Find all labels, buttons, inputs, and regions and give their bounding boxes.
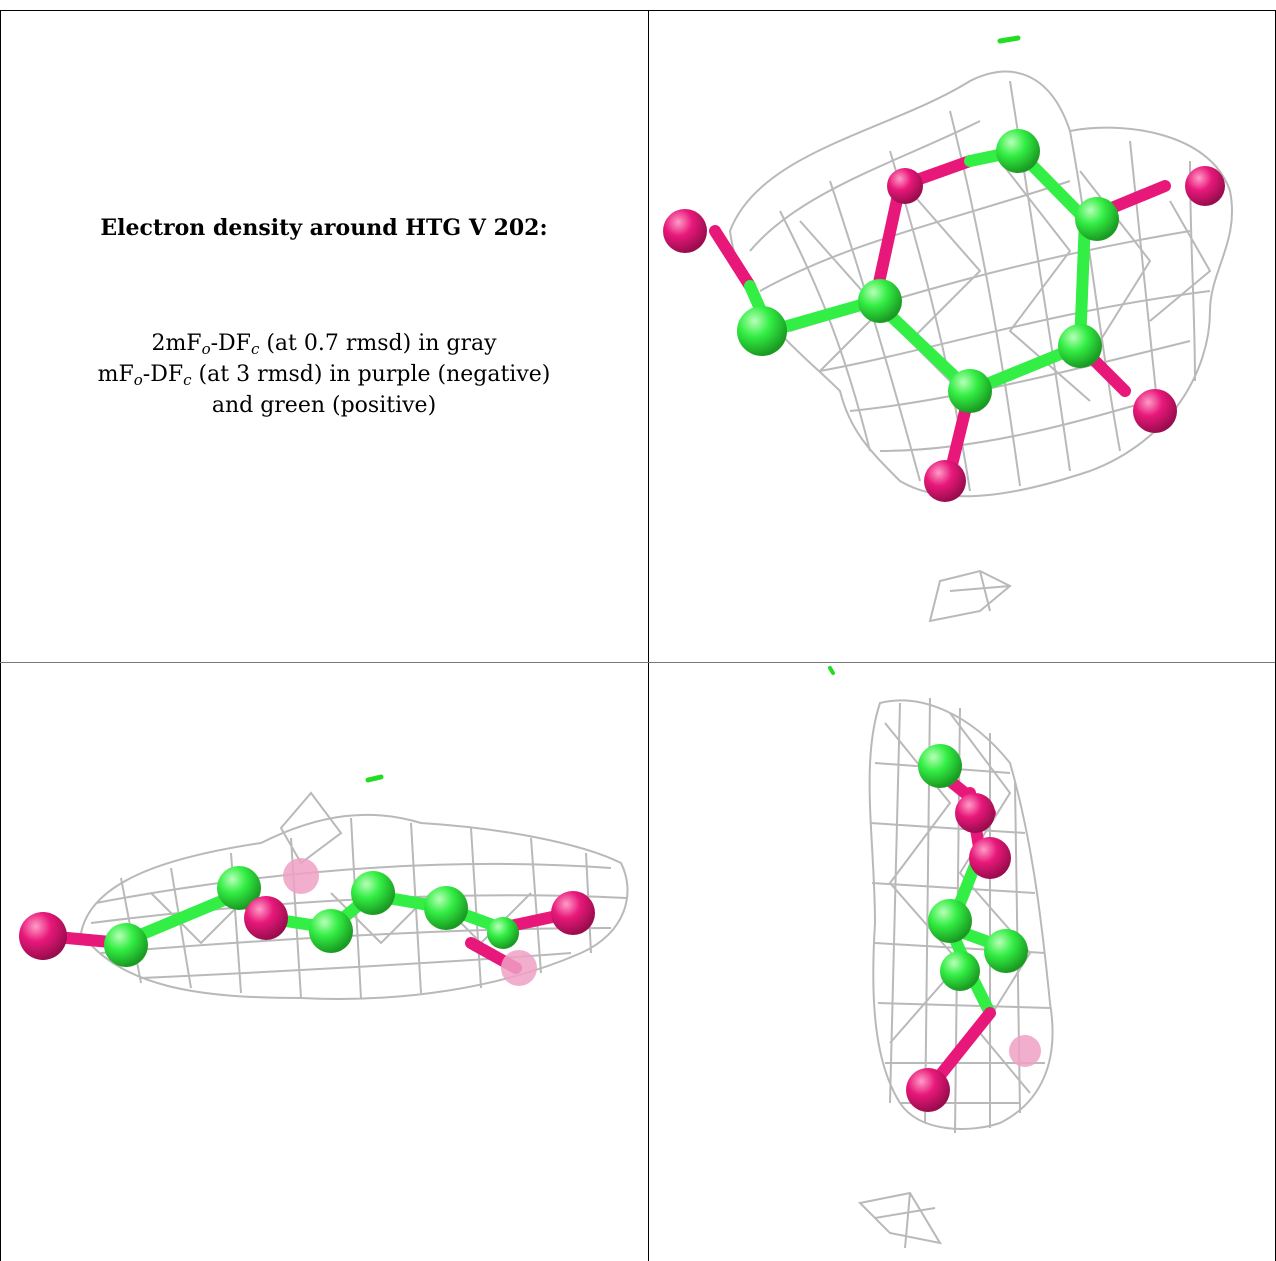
positive-density-blob <box>997 35 1021 44</box>
oxygen-atom <box>887 168 923 204</box>
oxygen-atom <box>969 837 1011 879</box>
carbon-atom <box>858 279 902 323</box>
oxygen-atom <box>663 209 707 253</box>
carbon-atom <box>351 871 395 915</box>
oxygen-atom <box>283 858 319 894</box>
carbon-atom <box>737 306 787 356</box>
carbon-atom <box>104 923 148 967</box>
caption-title: Electron density around HTG V 202: <box>100 215 548 241</box>
center-divider <box>648 10 649 1261</box>
caption-text: 2mFo-DFc (at 0.7 rmsd) in gray mFo-DFc (… <box>0 328 648 421</box>
oxygen-atom <box>1133 389 1177 433</box>
carbon-atom <box>487 917 519 949</box>
carbon-atom <box>424 886 468 930</box>
oxygen-atom <box>551 891 595 935</box>
panel-side-view <box>1 663 648 1261</box>
caption-line-1: 2mFo-DFc (at 0.7 rmsd) in gray <box>151 331 497 358</box>
oxygen-atom <box>501 950 537 986</box>
oxygen-atom <box>244 896 288 940</box>
side-view-image <box>19 774 629 1000</box>
left-border <box>0 10 1 1261</box>
caption-cell: Electron density around HTG V 202: 2mFo-… <box>0 10 648 662</box>
carbon-atom <box>996 129 1040 173</box>
positive-density-blob <box>365 774 384 783</box>
panel-top-view <box>650 11 1275 661</box>
oxygen-atom <box>1009 1035 1041 1067</box>
oxygen-atom <box>19 912 67 960</box>
caption-line-2: mFo-DFc (at 3 rmsd) in purple (negative) <box>97 362 551 389</box>
oxygen-atom <box>955 793 995 833</box>
oxygen-atom <box>906 1068 950 1112</box>
carbon-atom <box>309 909 353 953</box>
edge-view-image <box>828 666 1054 1249</box>
middle-divider <box>0 662 1276 663</box>
carbon-atom <box>918 744 962 788</box>
carbon-atom <box>940 951 980 991</box>
panel-edge-view <box>650 663 1275 1261</box>
density-mesh <box>728 70 1233 623</box>
carbon-atom <box>1058 324 1102 368</box>
top-view-image <box>663 35 1233 623</box>
carbon-atom <box>1075 197 1119 241</box>
ligand-atoms <box>906 744 1041 1112</box>
carbon-atom <box>948 369 992 413</box>
carbon-atom <box>217 866 261 910</box>
oxygen-atom <box>1185 166 1225 206</box>
carbon-atom <box>928 899 972 943</box>
top-border <box>0 10 1276 11</box>
oxygen-atom <box>924 460 966 502</box>
positive-density-blob <box>828 666 835 675</box>
carbon-atom <box>984 929 1028 973</box>
ligand-atoms <box>663 129 1225 502</box>
ligand-atoms <box>19 858 595 986</box>
caption-line-3: and green (positive) <box>211 393 437 418</box>
